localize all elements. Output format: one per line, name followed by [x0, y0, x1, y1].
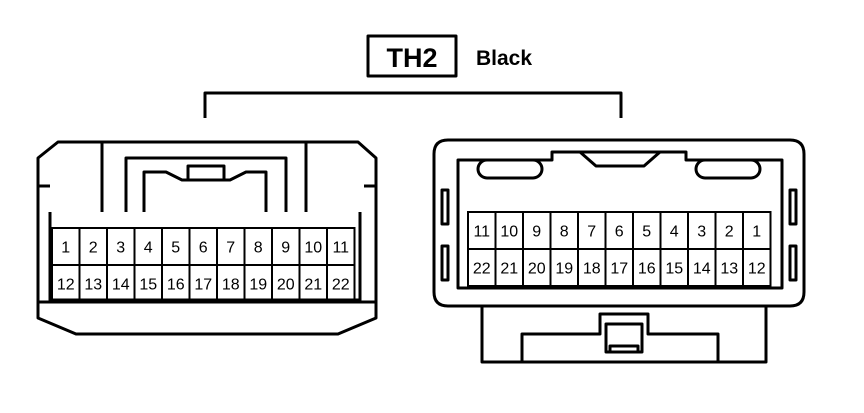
right-lower-skirt [480, 306, 768, 364]
right-pin-number: 1 [752, 224, 761, 241]
right-side-rib-left-2 [440, 244, 450, 282]
right-lower-lock-detail [608, 344, 640, 352]
left-pin-number: 2 [89, 240, 98, 257]
right-inner-walls [456, 200, 784, 290]
left-pin-number: 5 [171, 240, 180, 257]
right-pin-number: 20 [528, 261, 546, 278]
right-left-slot [476, 158, 544, 180]
left-pin-number: 22 [332, 277, 350, 294]
left-pin-number: 16 [167, 277, 185, 294]
left-pin-number: 3 [116, 240, 125, 257]
left-pin-number: 1 [61, 240, 70, 257]
right-pin-number: 3 [697, 224, 706, 241]
left-cavity-outline [48, 212, 362, 302]
left-pin-number: 9 [281, 240, 290, 257]
left-pin-number: 6 [199, 240, 208, 257]
right-side-rib-left-1 [440, 188, 450, 226]
right-side-rib-right-1 [788, 188, 798, 226]
left-pin-number: 13 [84, 277, 102, 294]
left-pin-cell [326, 264, 356, 303]
left-pin-number: 14 [112, 277, 130, 294]
left-pin-number: 17 [194, 277, 212, 294]
left-pin-number: 8 [254, 240, 263, 257]
right-connector [432, 138, 806, 364]
color-label-text: Black [476, 47, 532, 70]
left-pin-number: 11 [332, 240, 349, 257]
left-pin-number: 15 [139, 277, 157, 294]
right-pin-number: 18 [583, 261, 601, 278]
right-pin-number: 10 [500, 224, 518, 241]
left-latch-frame [124, 156, 288, 212]
right-pin-number: 14 [693, 261, 711, 278]
left-pin-number: 19 [249, 277, 267, 294]
connector-code-text: TH2 [386, 43, 437, 73]
right-pin-number: 9 [532, 224, 541, 241]
right-pin-number: 19 [555, 261, 573, 278]
right-pin-cell [742, 248, 772, 287]
right-pin-number: 15 [665, 261, 683, 278]
left-pin-number: 21 [304, 277, 322, 294]
pair-bracket [203, 91, 623, 118]
right-pin-number: 8 [560, 224, 569, 241]
left-pin-number: 7 [226, 240, 235, 257]
left-latch-walls [100, 142, 308, 212]
right-side-rib-right-2 [788, 244, 798, 282]
right-pin-number: 13 [720, 261, 738, 278]
right-pin-number: 22 [473, 261, 491, 278]
left-pin-number: 10 [304, 240, 322, 257]
left-pin-number: 12 [57, 277, 75, 294]
right-pin-number: 17 [610, 261, 628, 278]
left-pin-number: 4 [144, 240, 153, 257]
right-pin-number: 2 [725, 224, 734, 241]
right-pin-number: 16 [638, 261, 656, 278]
left-latch-tab [142, 170, 268, 212]
right-lower-lock-tab [604, 322, 644, 354]
right-key-notch [579, 150, 661, 168]
left-connector [36, 140, 378, 336]
connector-code-box [366, 34, 458, 78]
right-pin-number: 7 [587, 224, 596, 241]
right-pin-number: 21 [500, 261, 518, 278]
left-pin-number: 20 [277, 277, 295, 294]
right-pin-number: 5 [642, 224, 651, 241]
right-pin-number: 12 [748, 261, 766, 278]
right-connector-housing [432, 138, 806, 308]
right-inner-top [456, 150, 784, 200]
left-latch-lock [186, 164, 226, 182]
right-pin-number: 11 [473, 224, 490, 241]
right-pin-number: 4 [670, 224, 679, 241]
right-lower-lock [520, 312, 720, 362]
right-right-slot [694, 158, 762, 180]
right-pin-number: 6 [615, 224, 624, 241]
left-connector-housing [36, 140, 378, 336]
left-pin-number: 18 [222, 277, 240, 294]
